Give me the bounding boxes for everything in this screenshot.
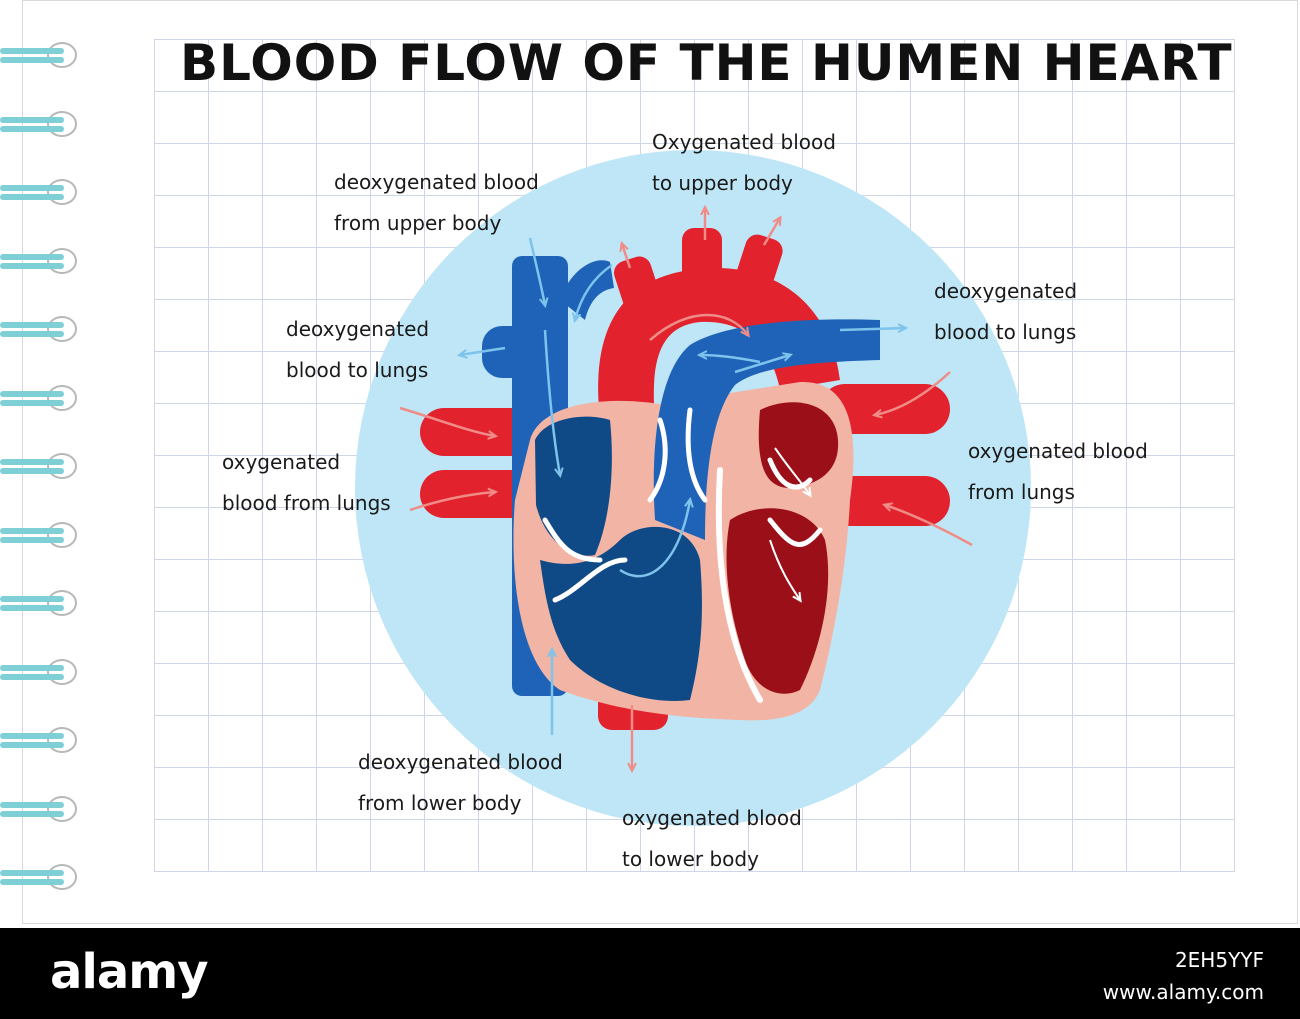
binding-ring <box>0 795 77 822</box>
right-ventricle <box>540 526 702 701</box>
aorta-branch-1 <box>614 256 660 312</box>
label-deoxy-upper: deoxygenated blood from upper body <box>334 170 539 235</box>
binding-ring <box>0 110 77 137</box>
binding-ring <box>0 590 77 616</box>
pulmonary-vein-right-lower <box>820 476 950 526</box>
right-atrium <box>535 416 612 556</box>
binding-ring <box>0 521 77 548</box>
label-deoxy-lungs-right: deoxygenated blood to lungs <box>934 279 1078 344</box>
aortic-arch <box>598 267 840 420</box>
arrow-left-atrium <box>774 447 810 495</box>
label-oxy-from-lungs-right: oxygenated blood from lungs <box>968 439 1148 504</box>
arrow-from-upper-body <box>528 237 545 305</box>
arrow-aorta-arch <box>649 313 748 341</box>
label-oxy-upper: Oxygenated blood to upper body <box>652 130 836 195</box>
arrow-to-lungs-left <box>460 346 506 355</box>
arrow-to-upper-body-3 <box>622 244 632 269</box>
watermark-footer: alamy 2EH5YYF www.alamy.com <box>0 928 1300 1019</box>
left-ventricle <box>726 508 829 694</box>
source-url: www.alamy.com <box>1102 980 1264 1004</box>
left-atrium <box>758 402 839 488</box>
arrow-from-lungs-left-upper <box>399 406 495 436</box>
pulmonary-artery <box>653 319 880 540</box>
binding-ring <box>0 384 77 411</box>
binding-ring <box>0 727 77 753</box>
binding-ring <box>0 179 77 205</box>
septum-line <box>715 467 763 703</box>
arrow-svc-down <box>543 329 560 475</box>
arrow-ventricle-flow <box>619 500 690 578</box>
arrow-from-lungs-right-lower <box>885 505 973 547</box>
aorta-branch-3 <box>735 234 783 294</box>
label-deoxy-lungs-left: deoxygenated blood to lungs <box>286 317 430 382</box>
page-title: BLOOD FLOW OF THE HUMEN HEART <box>180 34 1233 92</box>
arrow-from-lungs-right-upper <box>875 371 951 415</box>
arrow-to-lungs-right <box>839 328 905 330</box>
valve-right <box>542 517 628 603</box>
alamy-logo: alamy <box>50 944 209 1000</box>
binding-ring <box>0 453 77 479</box>
binding-ring <box>0 864 77 890</box>
arrow-to-upper-body-2 <box>762 218 780 246</box>
arrow-from-lungs-left-lower <box>409 492 495 512</box>
binding-ring <box>0 42 77 68</box>
image-id: 2EH5YYF <box>1174 948 1264 972</box>
binding-ring <box>0 247 77 274</box>
label-oxy-from-lungs-left: oxygenated blood from lungs <box>222 450 391 515</box>
label-oxy-lower: oxygenated blood to lower body <box>622 806 802 871</box>
arrow-pulmonary-up <box>700 355 761 364</box>
label-deoxy-lower: deoxygenated blood from lower body <box>358 750 563 815</box>
arrow-left-ventricle <box>769 539 800 600</box>
valve-pulmonary <box>647 407 708 503</box>
aorta-branch-2 <box>682 228 722 288</box>
arrow-branch-down <box>575 263 613 320</box>
heart-diagram <box>355 150 1031 826</box>
valve-left <box>767 457 823 547</box>
binding-ring <box>0 658 77 685</box>
binding-ring <box>0 316 77 342</box>
arrow-pulmonary-right <box>734 355 790 374</box>
